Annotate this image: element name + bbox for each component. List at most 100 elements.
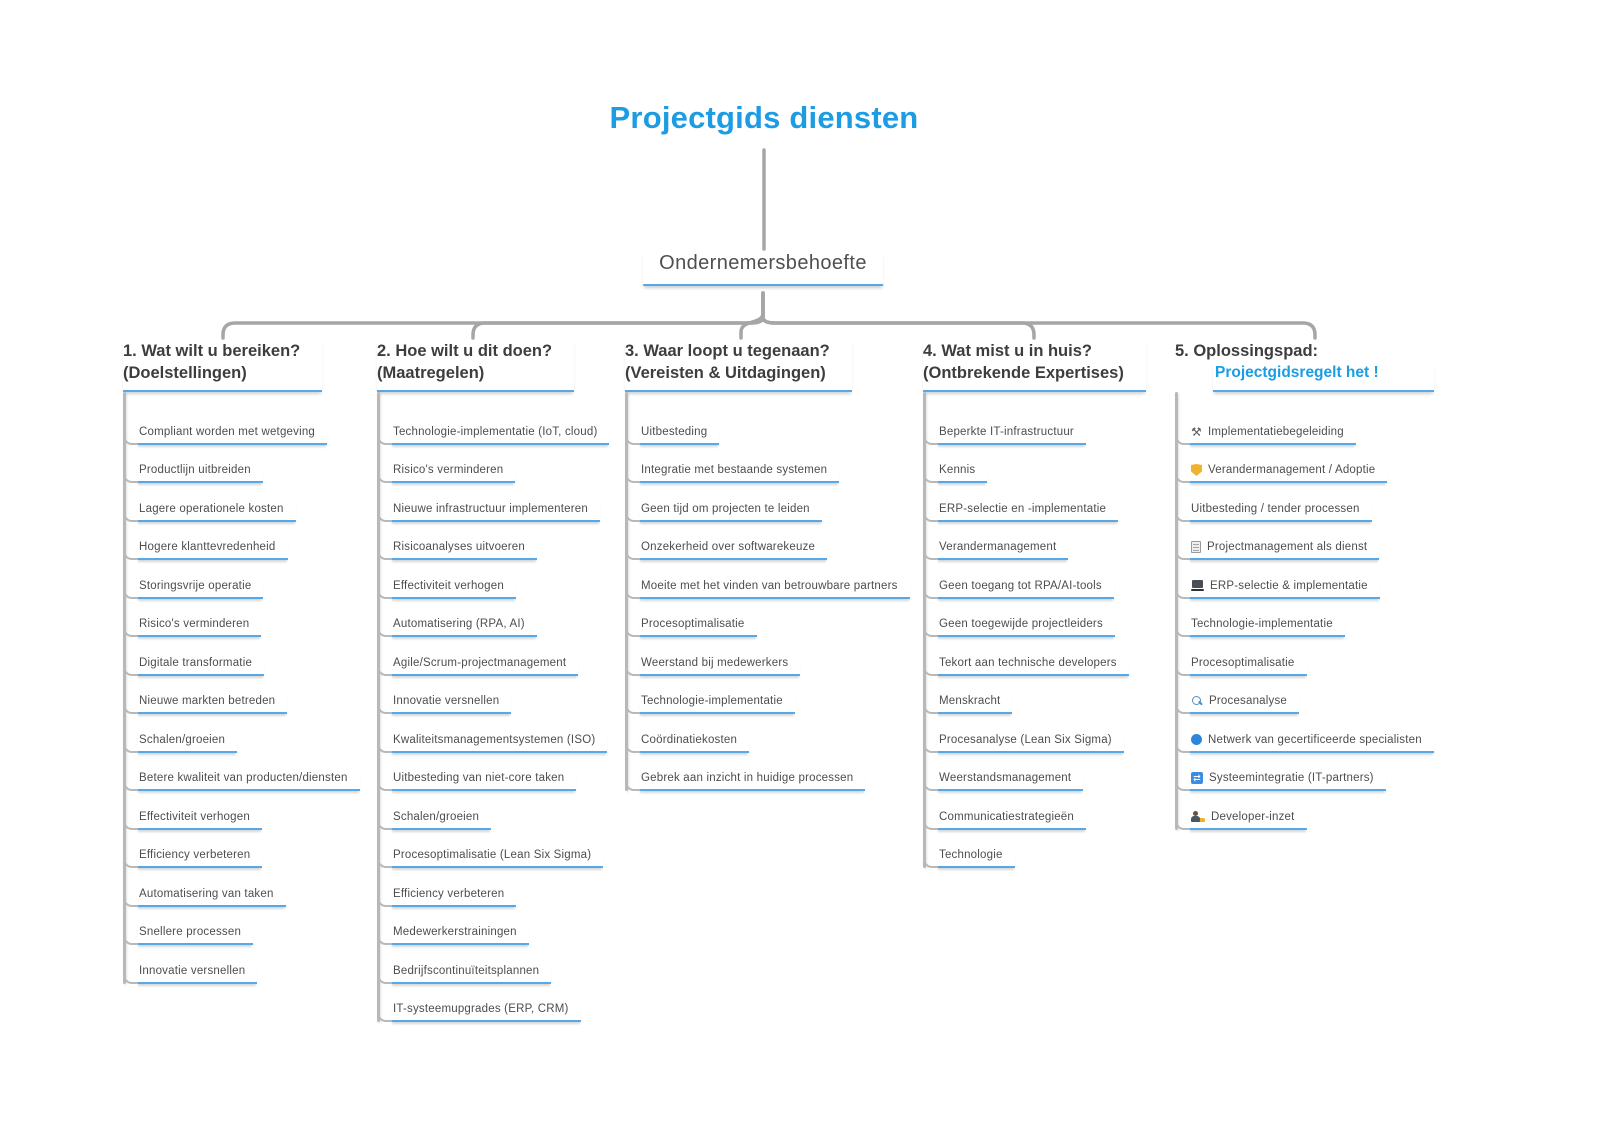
topic-node[interactable]: Uitbesteding / tender processen bbox=[1175, 483, 1372, 522]
topic-label: Verandermanagement bbox=[939, 541, 1057, 553]
topic-node[interactable]: ERP-selectie & implementatie bbox=[1175, 560, 1380, 599]
topic-node[interactable]: Efficiency verbeteren bbox=[122, 830, 263, 868]
topic-label: Kennis bbox=[939, 464, 976, 476]
topic-label: Innovatie versnellen bbox=[139, 964, 246, 977]
topic-node[interactable]: Kwaliteitsmanagementsystemen (ISO) bbox=[376, 714, 608, 753]
branch-title-line1: 3. Waar loopt u tegenaan? bbox=[625, 342, 830, 360]
topic-node[interactable]: Lagere operationele kosten bbox=[123, 483, 296, 522]
topic-node[interactable]: Medewerkerstrainingen bbox=[377, 907, 529, 945]
topic-node[interactable]: Geen toegang tot RPA/AI-tools bbox=[923, 560, 1114, 599]
topic-node[interactable]: Risico's verminderen bbox=[376, 445, 516, 483]
topic-label: Procesoptimalisatie (Lean Six Sigma) bbox=[393, 849, 592, 861]
topic-node[interactable]: Geen tijd om projecten te leiden bbox=[625, 483, 822, 522]
topic-label: Gebrek aan inzicht in huidige processen bbox=[641, 772, 854, 784]
topic-node[interactable]: Verandermanagement bbox=[922, 522, 1069, 560]
topic-node[interactable]: Coördinatiekosten bbox=[624, 714, 750, 753]
topic-node[interactable]: Integratie met bestaande systemen bbox=[624, 445, 840, 483]
topic-node[interactable]: Risico's verminderen bbox=[122, 599, 262, 637]
topic-node[interactable]: ⚒Implementatiebegeleiding bbox=[1175, 406, 1356, 445]
topic-node[interactable]: Projectmanagement als dienst bbox=[1174, 522, 1380, 560]
topic-node[interactable]: Procesanalyse bbox=[1174, 676, 1300, 714]
shield-icon bbox=[1191, 464, 1202, 476]
topic-node[interactable]: Storingsvrije operatie bbox=[122, 560, 264, 599]
topic-node[interactable]: Automatisering (RPA, AI) bbox=[377, 599, 537, 637]
topic-node[interactable]: Agile/Scrum-projectmanagement bbox=[376, 637, 579, 676]
branch-maatregelen: 2. Hoe wilt u dit doen?(Maatregelen) Tech… bbox=[376, 340, 610, 1022]
topic-node[interactable]: Moeite met het vinden van betrouwbare pa… bbox=[625, 560, 910, 599]
topic-label: Tekort aan technische developers bbox=[939, 656, 1117, 669]
topic-underline: Automatisering van taken bbox=[137, 888, 286, 907]
topic-underline: Geen toegewijde projectleiders bbox=[937, 618, 1115, 637]
topic-label: Technologie-implementatie (IoT, cloud) bbox=[393, 425, 598, 438]
topic-node[interactable]: Bedrijfscontinuïteitsplannen bbox=[376, 945, 552, 984]
topic-node[interactable]: Technologie-implementatie bbox=[625, 676, 795, 714]
topic-node[interactable]: Onzekerheid over softwarekeuze bbox=[624, 522, 828, 560]
topic-node[interactable]: Communicatiestrategieën bbox=[923, 791, 1086, 830]
topic-node[interactable]: Procesoptimalisatie (Lean Six Sigma) bbox=[376, 830, 604, 868]
topic-node[interactable]: Technologie-implementatie bbox=[1175, 599, 1345, 637]
topic-node[interactable]: Productlijn uitbreiden bbox=[123, 445, 263, 483]
topic-node[interactable]: Technologie bbox=[923, 830, 1015, 868]
topic-node[interactable]: Developer-inzet bbox=[1175, 791, 1307, 830]
topic-node[interactable]: Hogere klanttevredenheid bbox=[123, 522, 288, 560]
topic-underline: Procesanalyse (Lean Six Sigma) bbox=[937, 734, 1124, 753]
topic-node[interactable]: Kennis bbox=[922, 445, 988, 483]
topic-node[interactable]: Tekort aan technische developers bbox=[923, 637, 1129, 676]
topic-node[interactable]: Weerstandsmanagement bbox=[922, 753, 1084, 791]
topic-node[interactable]: Schalen/groeien bbox=[122, 714, 238, 753]
laptop-icon bbox=[1191, 579, 1204, 592]
topic-underline: Effectiviteit verhogen bbox=[137, 811, 262, 830]
topic-node[interactable]: IT-systeemupgrades (ERP, CRM) bbox=[377, 984, 581, 1022]
topic-underline: Risico's verminderen bbox=[391, 464, 516, 483]
topic-node[interactable]: Innovatie versnellen bbox=[376, 676, 512, 714]
topic-label: Projectmanagement als dienst bbox=[1207, 541, 1368, 553]
topic-node[interactable]: ERP-selectie en -implementatie bbox=[922, 483, 1119, 522]
topic-node[interactable]: Effectiviteit verhogen bbox=[377, 560, 516, 599]
topic-node[interactable]: Nieuwe infrastructuur implementeren bbox=[377, 483, 600, 522]
topic-node[interactable]: ⇄Systeemintegratie (IT-partners) bbox=[1175, 753, 1386, 791]
topic-node[interactable]: Efficiency verbeteren bbox=[376, 868, 517, 907]
topic-underline: Efficiency verbeteren bbox=[137, 849, 263, 868]
branch-title-doelstellingen[interactable]: 1. Wat wilt u bereiken?(Doelstellingen) bbox=[123, 340, 323, 392]
topic-node[interactable]: Nieuwe markten betreden bbox=[122, 676, 288, 714]
topic-node[interactable]: Weerstand bij medewerkers bbox=[624, 637, 801, 676]
topic-node[interactable]: Risicoanalyses uitvoeren bbox=[376, 522, 538, 560]
topic-label: Procesanalyse bbox=[1209, 695, 1288, 707]
topic-label: Schalen/groeien bbox=[393, 810, 480, 823]
topic-underline: Compliant worden met wetgeving bbox=[137, 426, 328, 445]
topic-node[interactable]: Beperkte IT-infrastructuur bbox=[923, 406, 1086, 445]
topic-node[interactable]: Menskracht bbox=[922, 676, 1013, 714]
topic-node[interactable]: Schalen/groeien bbox=[376, 791, 492, 830]
topic-node[interactable]: Automatisering van taken bbox=[123, 868, 286, 907]
topic-node[interactable]: Procesanalyse (Lean Six Sigma) bbox=[923, 714, 1124, 753]
topic-node[interactable]: Innovatie versnellen bbox=[122, 945, 258, 984]
topic-node[interactable]: Technologie-implementatie (IoT, cloud) bbox=[376, 406, 610, 445]
topic-node[interactable]: Digitale transformatie bbox=[122, 637, 265, 676]
branch-title-oplossingspad[interactable]: 5. Oplossingspad:Projectgidsregelt het ! bbox=[1175, 340, 1456, 392]
topic-label: Risicoanalyses uitvoeren bbox=[393, 541, 526, 553]
topic-node[interactable]: Geen toegewijde projectleiders bbox=[923, 599, 1115, 637]
branch-title-vereisten-uitdagingen[interactable]: 3. Waar loopt u tegenaan?(Vereisten & Ui… bbox=[625, 340, 852, 392]
topic-node[interactable]: Netwerk van gecertificeerde specialisten bbox=[1175, 714, 1434, 753]
topic-node[interactable]: Gebrek aan inzicht in huidige processen bbox=[624, 753, 866, 791]
topic-label: Moeite met het vinden van betrouwbare pa… bbox=[641, 579, 898, 592]
topic-underline: Hogere klanttevredenheid bbox=[137, 541, 288, 560]
topic-node[interactable]: Procesoptimalisatie bbox=[1175, 637, 1307, 676]
root-node[interactable]: Ondernemersbehoefte bbox=[643, 252, 883, 286]
topic-underline: Procesoptimalisatie bbox=[1189, 657, 1307, 676]
topic-node[interactable]: Uitbesteding van niet-core taken bbox=[376, 753, 577, 791]
branch-title-ontbrekende-expertises[interactable]: 4. Wat mist u in huis?(Ontbrekende Exper… bbox=[923, 340, 1146, 392]
topic-label: Procesoptimalisatie bbox=[641, 618, 745, 630]
topic-label: Lagere operationele kosten bbox=[139, 502, 284, 515]
topic-node[interactable]: Betere kwaliteit van producten/diensten bbox=[123, 753, 360, 791]
topic-node[interactable]: Uitbesteding bbox=[624, 406, 720, 445]
topic-node[interactable]: Snellere processen bbox=[122, 907, 254, 945]
topic-label: Medewerkerstrainingen bbox=[393, 926, 517, 938]
branch-oplossingspad: 5. Oplossingspad:Projectgidsregelt het !… bbox=[1174, 340, 1456, 830]
topic-node[interactable]: Effectiviteit verhogen bbox=[123, 791, 262, 830]
branch-title-maatregelen[interactable]: 2. Hoe wilt u dit doen?(Maatregelen) bbox=[377, 340, 575, 392]
topic-node[interactable]: Verandermanagement / Adoptie bbox=[1174, 445, 1388, 483]
topic-node[interactable]: Procesoptimalisatie bbox=[625, 599, 757, 637]
topic-node[interactable]: Compliant worden met wetgeving bbox=[122, 406, 328, 445]
